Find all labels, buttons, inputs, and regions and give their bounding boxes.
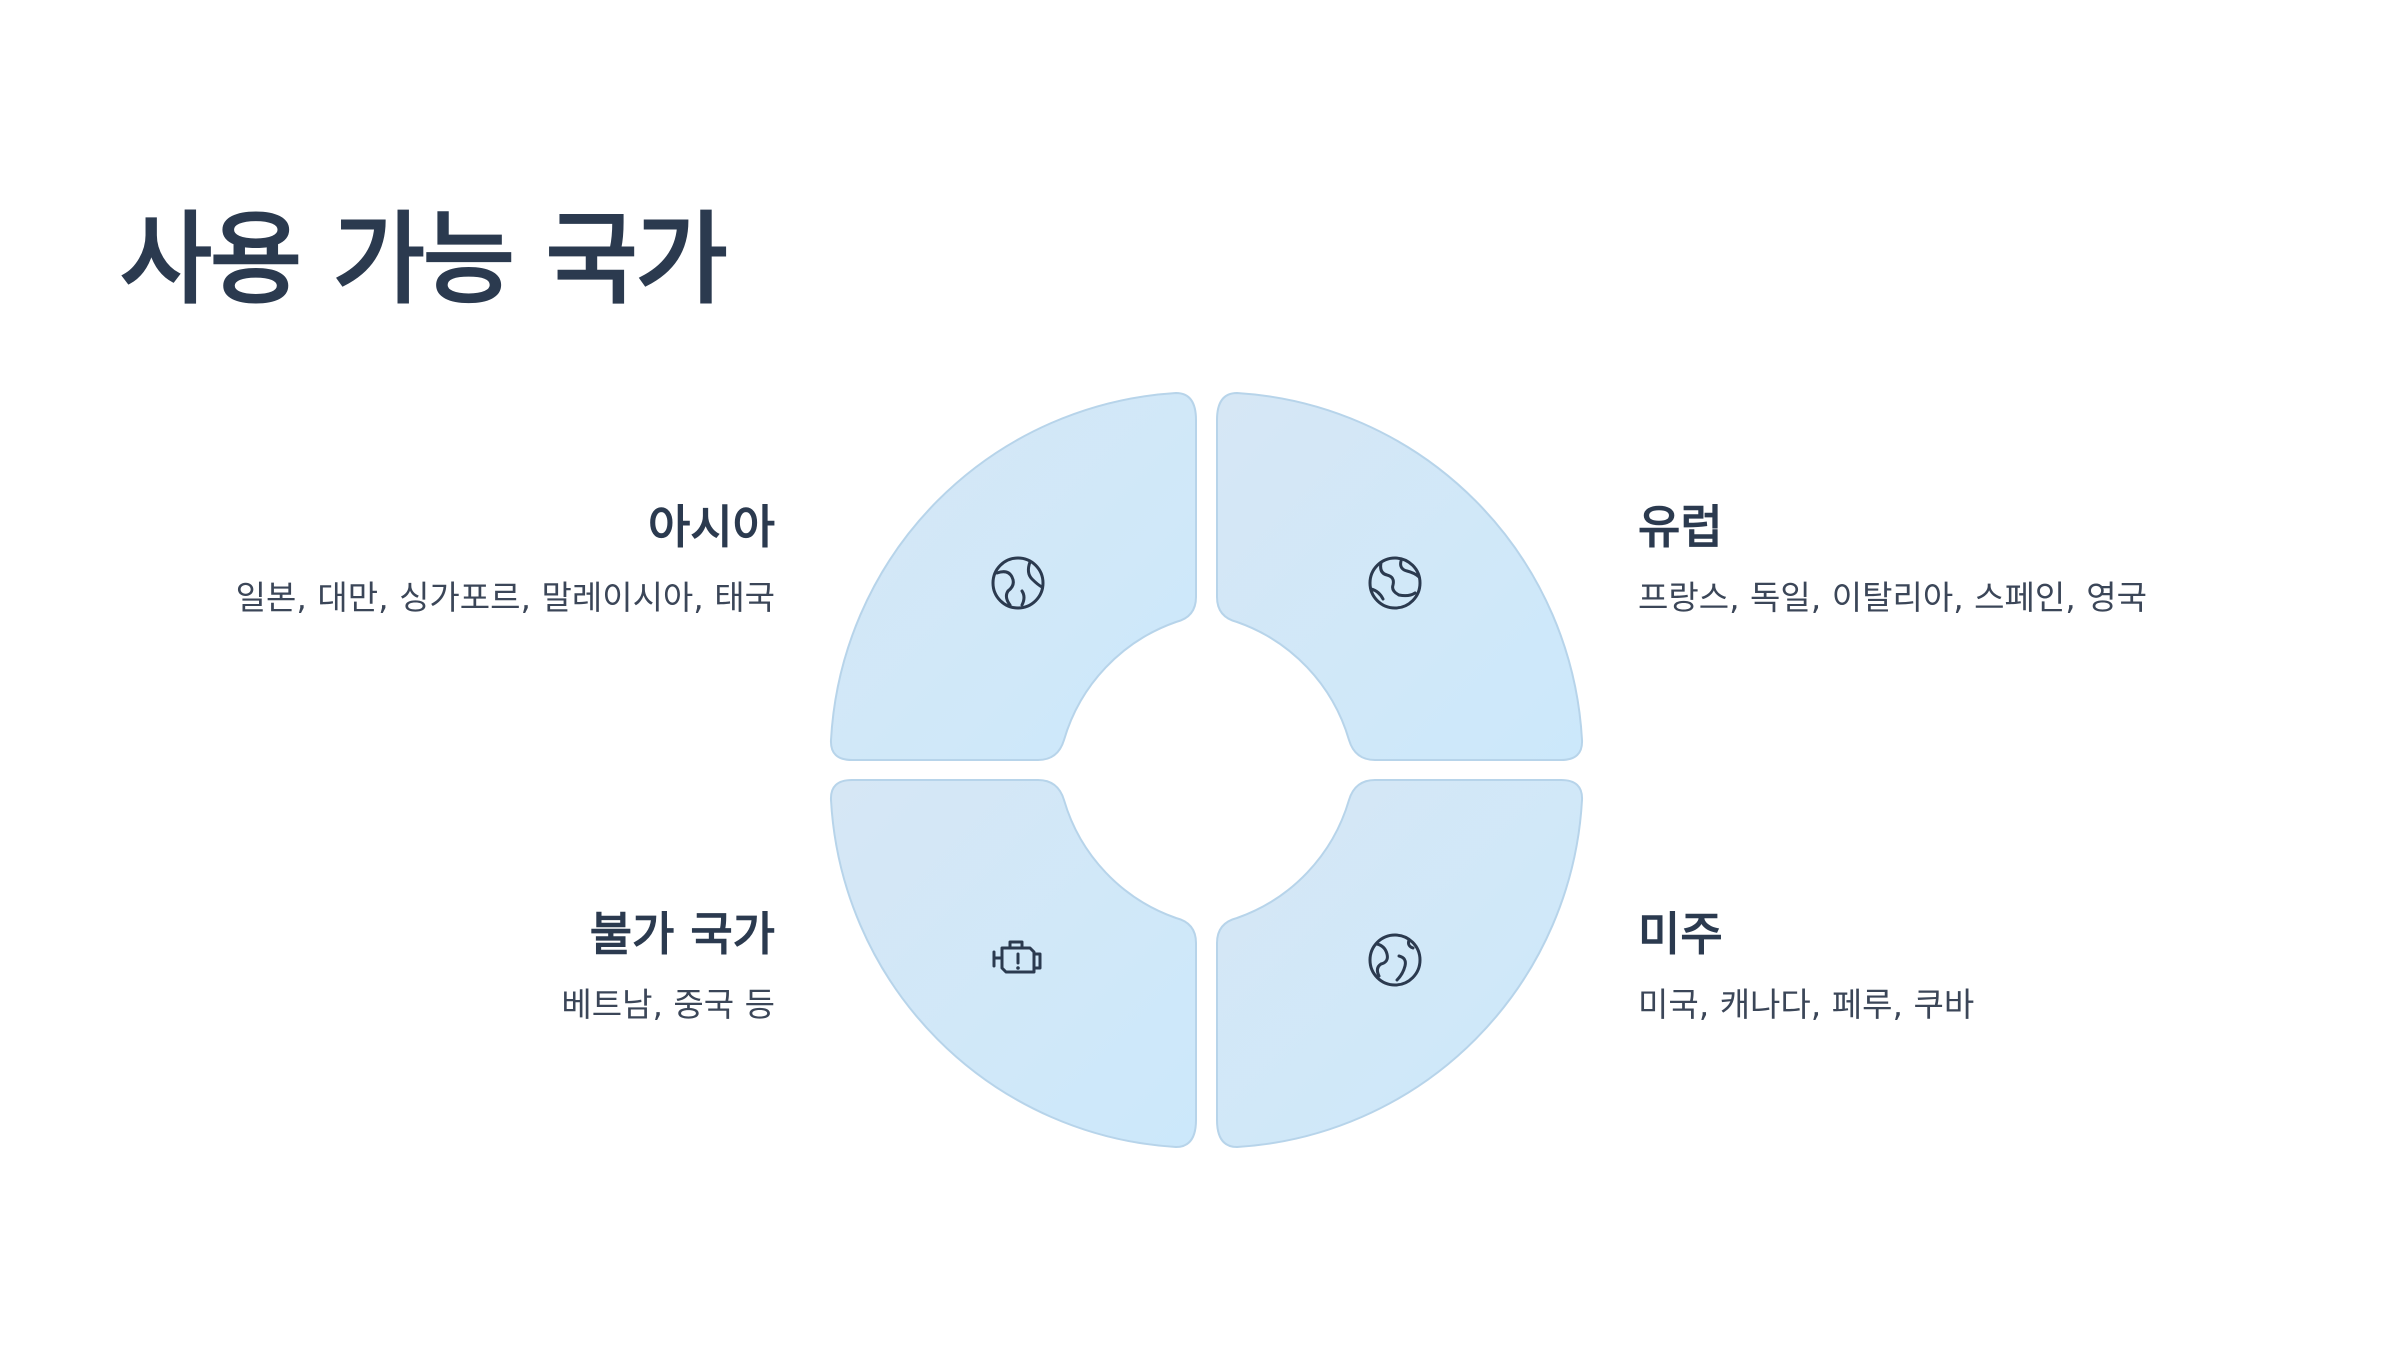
region-asia: 아시아 일본, 대만, 싱가포르, 말레이시아, 태국: [75, 500, 775, 620]
region-countries: 베트남, 중국 등: [561, 985, 775, 1025]
quadrant-unavailable: [829, 779, 1197, 1149]
region-americas: 미주 미국, 캐나다, 페루, 쿠바: [1638, 907, 2338, 1027]
quadrant-asia: [829, 391, 1197, 761]
region-countries: 미국, 캐나다, 페루, 쿠바: [1638, 985, 1975, 1025]
globe-icon: [1368, 933, 1422, 987]
region-title: 아시아: [648, 500, 775, 554]
quadrant-europe: [1216, 391, 1584, 761]
globe-icon: [1368, 556, 1422, 610]
region-title: 유럽: [1638, 500, 1723, 554]
quadrant-americas: [1216, 779, 1584, 1149]
page-title: 사용 가능 국가: [120, 201, 728, 318]
region-europe: 유럽 프랑스, 독일, 이탈리아, 스페인, 영국: [1638, 500, 2338, 620]
globe-icon: [991, 556, 1045, 610]
region-unavailable: 불가 국가 베트남, 중국 등: [75, 907, 775, 1027]
region-countries: 일본, 대만, 싱가포르, 말레이시아, 태국: [235, 578, 775, 618]
region-title: 미주: [1638, 907, 1723, 961]
region-countries: 프랑스, 독일, 이탈리아, 스페인, 영국: [1638, 578, 2147, 618]
region-title: 불가 국가: [589, 907, 775, 961]
engine-warning-icon: [992, 940, 1042, 974]
